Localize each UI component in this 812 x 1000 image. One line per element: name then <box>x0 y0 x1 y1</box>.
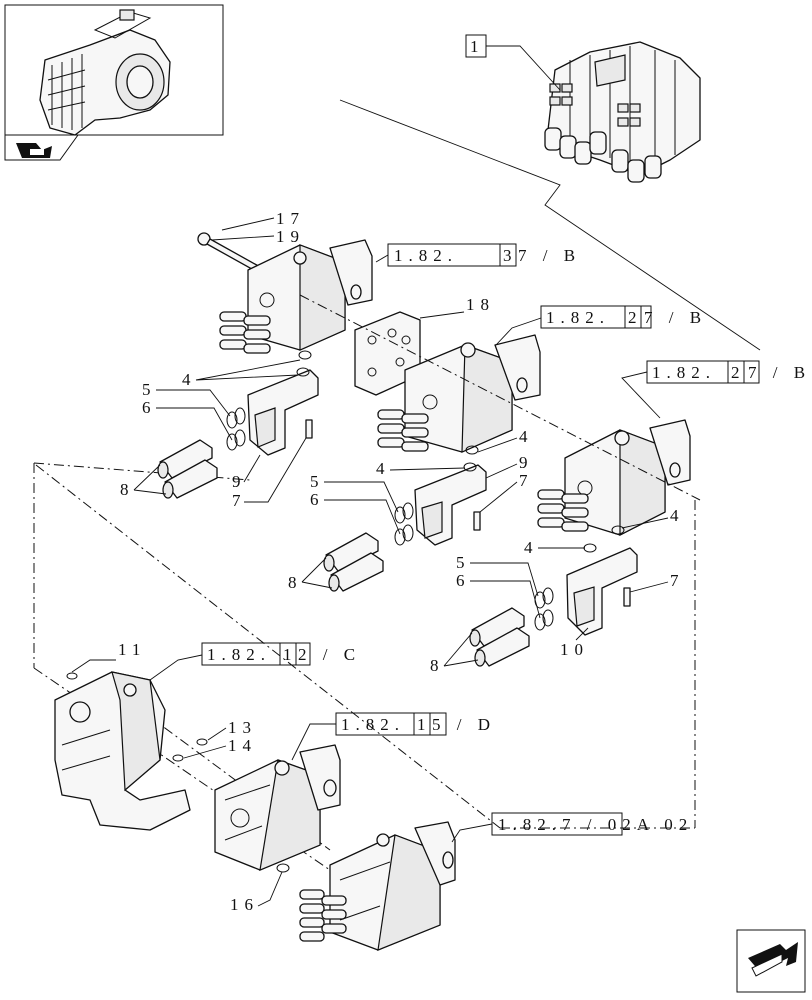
reference-1-82-27-b-second[interactable]: 1.82. 2 7 / B <box>621 360 811 419</box>
svg-text:7: 7 <box>670 571 685 590</box>
svg-text:11: 11 <box>118 640 146 659</box>
bolt-7-b <box>473 511 481 531</box>
svg-text:9: 9 <box>519 453 534 472</box>
svg-text:2: 2 <box>628 308 643 327</box>
svg-text:1.82.7 / 02A 02: 1.82.7 / 02A 02 <box>498 815 693 834</box>
svg-text:10: 10 <box>560 640 589 659</box>
svg-text:4: 4 <box>519 427 534 446</box>
assembly-leader-line <box>339 99 761 351</box>
svg-text:18: 18 <box>466 295 495 314</box>
svg-text:5: 5 <box>142 380 157 399</box>
inlet-cover-block <box>54 671 191 831</box>
callout-11: 11 <box>71 640 146 673</box>
reference-1-82-12-c[interactable]: 1.82. 1 2 / C <box>149 642 361 681</box>
seal-rings-1 <box>226 407 246 451</box>
port-block-1 <box>247 350 319 456</box>
valve-section-lower <box>214 744 341 871</box>
svg-text:1: 1 <box>283 645 298 664</box>
svg-text:7: 7 <box>232 491 247 510</box>
svg-text:8: 8 <box>120 480 135 499</box>
svg-text:4: 4 <box>670 506 685 525</box>
svg-text:5: 5 <box>310 472 325 491</box>
svg-text:6: 6 <box>142 398 157 417</box>
valve-section-bottom <box>299 821 456 951</box>
svg-text:7: 7 <box>519 471 534 490</box>
tractor-transmission-thumbnail-icon <box>39 9 171 136</box>
svg-text:1.82.: 1.82. <box>207 645 271 664</box>
svg-text:13: 13 <box>228 718 257 737</box>
reference-1-82-37-b[interactable]: 1.82. 3 7 / B <box>375 243 581 267</box>
svg-text:1: 1 <box>470 37 485 56</box>
svg-text:4: 4 <box>376 459 391 478</box>
svg-text:19: 19 <box>276 227 305 246</box>
next-page-arrow-icon[interactable] <box>736 929 806 993</box>
port-block-2 <box>414 445 487 546</box>
svg-text:1.82.: 1.82. <box>394 246 458 265</box>
svg-text:1: 1 <box>417 715 432 734</box>
callout-18: 18 <box>419 295 495 319</box>
svg-text:5: 5 <box>456 553 471 572</box>
port-block-3 <box>566 525 638 636</box>
svg-text:16: 16 <box>230 895 259 914</box>
seal-rings-3 <box>534 587 554 631</box>
svg-text:3: 3 <box>503 246 518 265</box>
svg-text:6: 6 <box>456 571 471 590</box>
thumbnail-frame <box>4 4 224 161</box>
svg-text:8: 8 <box>288 573 303 592</box>
valve-section-3 <box>537 419 691 536</box>
callouts-set-1: 4 5 6 8 9 7 <box>120 359 307 510</box>
svg-text:6: 6 <box>310 490 325 509</box>
quick-couplers-1 <box>157 439 218 499</box>
bolt-7-c <box>623 587 631 607</box>
seal-16: 16 <box>230 863 290 914</box>
svg-text:5 / D: 5 / D <box>432 715 496 734</box>
seal-rings-2 <box>394 502 414 546</box>
svg-text:7 / B: 7 / B <box>748 363 811 382</box>
svg-text:7 / B: 7 / B <box>644 308 707 327</box>
svg-text:4: 4 <box>182 370 197 389</box>
valve-section-2 <box>377 334 541 453</box>
valve-section-1 <box>219 239 373 354</box>
svg-text:7 / B: 7 / B <box>518 246 581 265</box>
callout-13-14: 13 14 <box>172 718 257 762</box>
quick-couplers-2 <box>323 532 384 592</box>
callouts-set-2: 4 4 5 6 8 9 7 <box>288 427 534 592</box>
reference-1-82-15-d[interactable]: 1.82. 1 5 / D <box>291 712 496 761</box>
bolt-7-a <box>305 419 313 439</box>
svg-text:8: 8 <box>430 656 445 675</box>
svg-text:1.82.: 1.82. <box>652 363 716 382</box>
quick-couplers-3 <box>469 607 530 667</box>
reference-1-82-27-b-first[interactable]: 1.82. 2 7 / B <box>495 305 707 346</box>
svg-text:2 / C: 2 / C <box>298 645 361 664</box>
svg-text:2: 2 <box>731 363 746 382</box>
assembled-valve-group <box>544 41 701 183</box>
callout-17-19: 17 19 <box>211 209 305 246</box>
svg-text:14: 14 <box>228 736 257 755</box>
reference-1-82-7-02a-02[interactable]: 1.82.7 / 02A 02 <box>451 812 693 843</box>
svg-text:1.82.: 1.82. <box>341 715 405 734</box>
svg-text:17: 17 <box>276 209 305 228</box>
callouts-set-3: 4 4 5 6 7 8 10 <box>430 506 685 675</box>
svg-text:4: 4 <box>524 538 539 557</box>
svg-text:1.82.: 1.82. <box>546 308 610 327</box>
svg-text:9: 9 <box>232 472 247 491</box>
callout-1: 1 <box>465 34 561 91</box>
page-reference-icon[interactable] <box>16 143 52 158</box>
